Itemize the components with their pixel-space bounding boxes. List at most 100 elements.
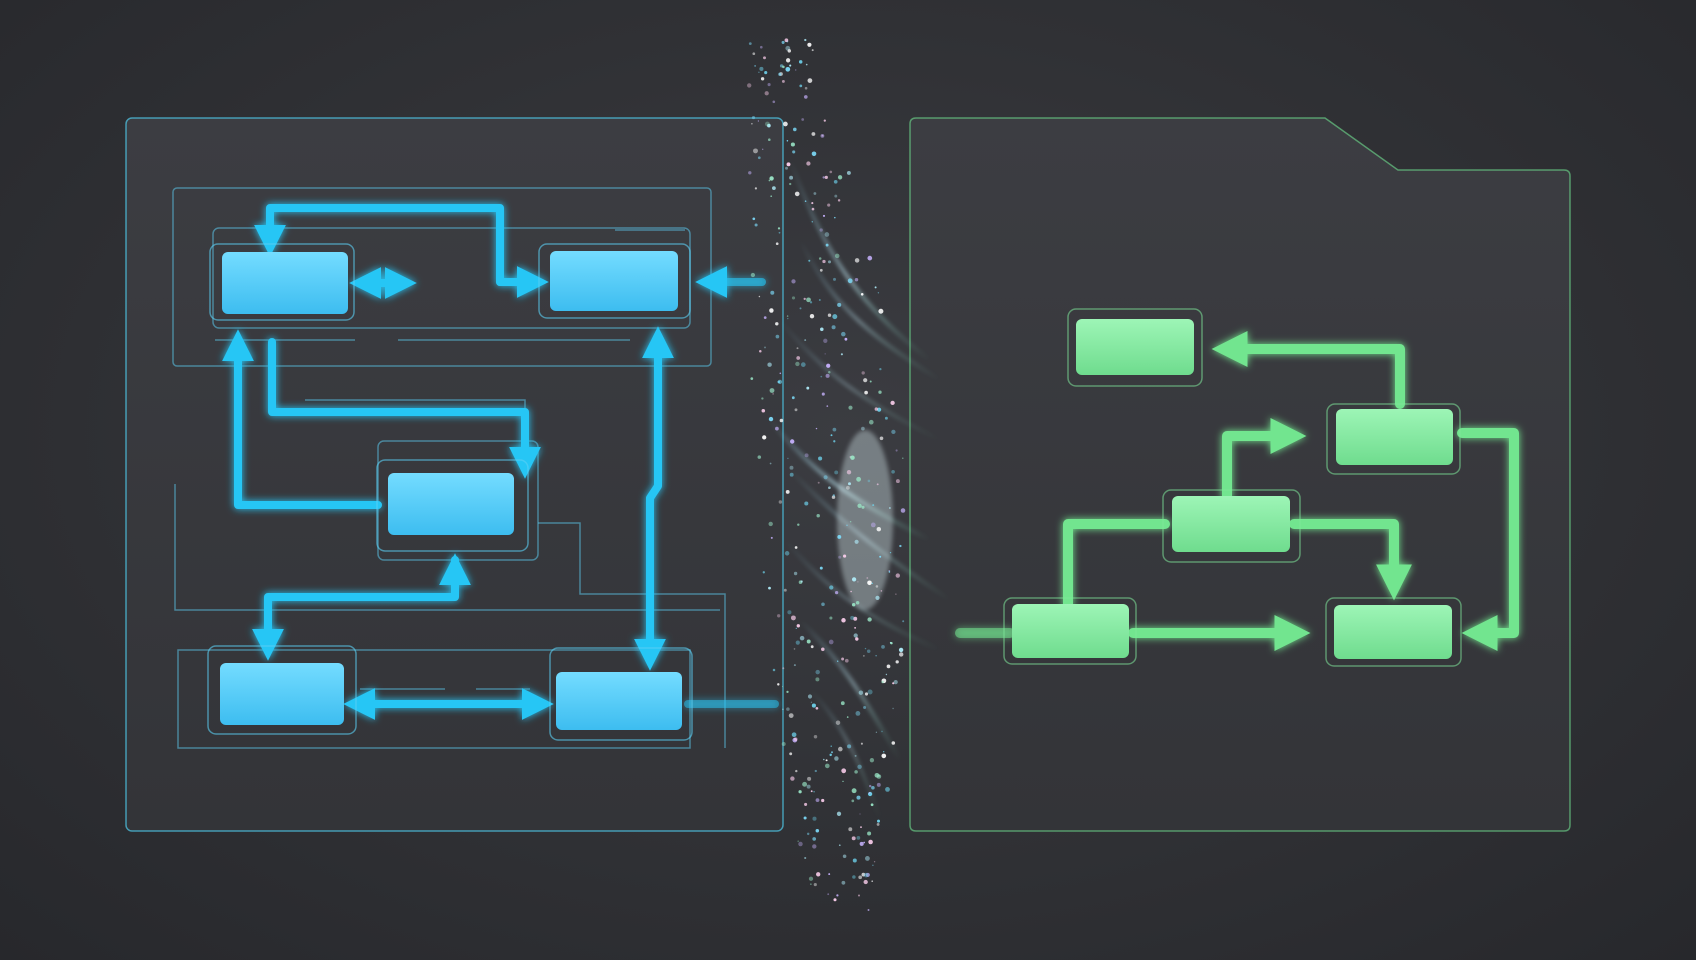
transition-particle (802, 781, 808, 787)
transition-particle (793, 571, 798, 576)
transition-particle (807, 78, 813, 83)
transition-particle (757, 120, 760, 122)
transition-particle (758, 71, 760, 73)
node-l2[interactable] (538, 243, 691, 319)
node-r4[interactable] (1003, 597, 1137, 665)
transition-particle (853, 633, 858, 638)
transition-particle (820, 134, 825, 138)
transition-particle (840, 701, 845, 706)
transition-particle (763, 316, 767, 319)
transition-particle (781, 79, 785, 83)
transition-particle (830, 745, 832, 747)
transition-particle (869, 784, 872, 788)
transition-particle (806, 386, 810, 390)
transition-particle (833, 898, 837, 902)
transition-particle (848, 482, 851, 486)
transition-particle (865, 872, 870, 877)
node-l4[interactable] (207, 645, 357, 735)
transition-particle (867, 831, 872, 836)
transition-particle (874, 772, 880, 778)
transition-particle (811, 202, 814, 205)
node-r3[interactable] (1162, 489, 1301, 563)
node-r1[interactable] (1067, 308, 1203, 387)
transition-particle (898, 647, 904, 653)
transition-particle (860, 826, 862, 828)
transition-particle (781, 742, 786, 746)
transition-particle (829, 753, 832, 757)
transition-particle (872, 504, 875, 507)
transition-particle (861, 872, 866, 877)
transition-particle (782, 65, 785, 69)
transition-particle (859, 813, 861, 815)
transition-particle (832, 314, 838, 320)
transition-particle (832, 494, 835, 497)
transition-particle (775, 334, 780, 339)
transition-particle (778, 500, 783, 504)
transition-particle (777, 683, 780, 686)
transition-particle (863, 378, 868, 383)
transition-particle (760, 77, 765, 81)
transition-particle (840, 353, 843, 356)
transition-particle (853, 616, 858, 621)
transition-particle (893, 680, 898, 685)
node-l1[interactable] (209, 243, 355, 321)
transition-particle (808, 876, 814, 881)
transition-particle (812, 837, 817, 841)
node-r5[interactable] (1325, 597, 1462, 667)
transition-particle (857, 581, 859, 583)
transition-particle (858, 690, 864, 695)
transition-particle (818, 257, 822, 260)
transition-particle (824, 763, 830, 769)
transition-particle (813, 883, 817, 887)
transition-particle (810, 645, 814, 649)
node-r2[interactable] (1326, 403, 1461, 475)
transition-particle (794, 546, 798, 549)
transition-particle (803, 816, 807, 820)
node-l5[interactable] (549, 647, 693, 741)
right-panel (909, 117, 1571, 832)
transition-particle (801, 118, 805, 121)
transition-particle (789, 472, 794, 477)
transition-particle (827, 203, 831, 207)
transition-particle (864, 647, 867, 650)
transition-particle (825, 373, 830, 378)
transition-particle (886, 664, 891, 669)
transition-particle (830, 434, 833, 437)
transition-particle (879, 555, 882, 558)
transition-particle (798, 790, 802, 794)
transition-particle (768, 416, 774, 422)
transition-particle (809, 301, 813, 304)
transition-particle (811, 49, 814, 52)
transition-particle (844, 337, 848, 341)
transition-particle (786, 139, 789, 142)
transition-particle (792, 150, 796, 154)
transition-particle (786, 707, 790, 711)
transition-particle (870, 522, 876, 528)
transition-particle (838, 746, 843, 752)
transition-particle (877, 292, 880, 294)
transition-particle (795, 640, 800, 645)
transition-particle (789, 64, 792, 67)
transition-particle (878, 308, 884, 314)
transition-particle (890, 400, 895, 406)
transition-particle (846, 469, 852, 475)
transition-particle (851, 836, 856, 841)
transition-particle (867, 909, 870, 911)
transition-particle (857, 764, 862, 770)
edge-r4-to-r3 (1063, 519, 1170, 609)
transition-particle (835, 720, 841, 725)
transition-particle (772, 668, 776, 672)
transition-particle (902, 457, 904, 459)
transition-particle (874, 286, 877, 289)
transition-particle (772, 186, 776, 190)
transition-particle (775, 242, 779, 246)
transition-particle (782, 708, 784, 711)
transition-particle (889, 507, 891, 509)
node-l3[interactable] (376, 459, 529, 552)
transition-particle (789, 175, 794, 180)
transition-particle (809, 314, 815, 319)
transition-particle (818, 299, 821, 301)
transition-particle (770, 536, 773, 539)
transition-particle (831, 751, 833, 754)
